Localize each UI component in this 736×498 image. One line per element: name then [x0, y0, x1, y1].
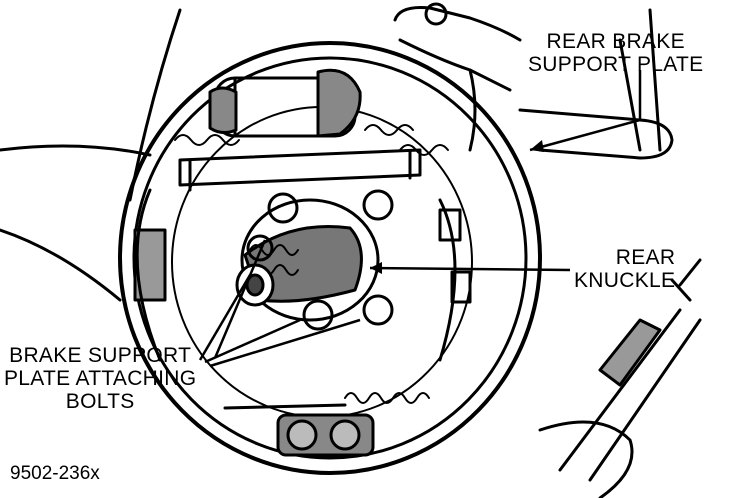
label-line: BOLTS [65, 390, 135, 413]
label-rear-knuckle: REAR KNUCKLE [574, 246, 675, 292]
label-attaching-bolts: BRAKE SUPPORT PLATE ATTACHING BOLTS [4, 344, 196, 413]
brake-shoe-left [133, 188, 167, 362]
brake-shoe-right [438, 198, 472, 362]
brake-line [538, 258, 702, 498]
label-rear-brake-support-plate: REAR BRAKE SUPPORT PLATE [528, 30, 703, 76]
suspension-arm [393, 2, 674, 160]
label-line: PLATE ATTACHING [4, 367, 197, 390]
wheel-cylinder [208, 68, 362, 138]
lower-spring [223, 392, 430, 457]
label-line: KNUCKLE [574, 269, 676, 292]
label-line: SUPPORT PLATE [528, 53, 704, 76]
attaching-bolts [246, 189, 394, 331]
leader-lines [198, 70, 642, 368]
label-line: REAR BRAKE [546, 30, 685, 53]
figure-code: 9502-236x [10, 463, 100, 484]
arrowheads [370, 140, 544, 274]
label-line: REAR [615, 246, 676, 269]
adjuster-bar [174, 124, 449, 192]
label-line: BRAKE SUPPORT [9, 344, 192, 367]
